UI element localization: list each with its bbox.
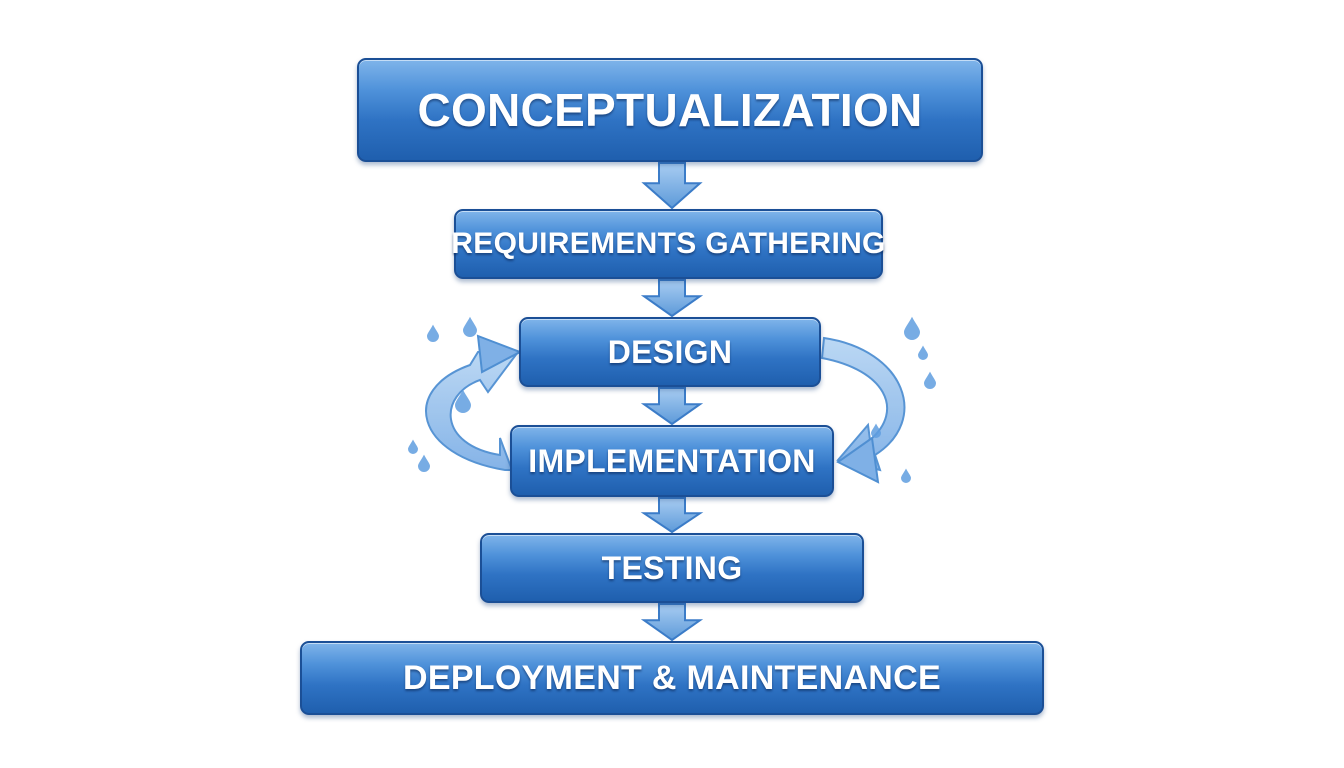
step-label-design: DESIGN [607,333,733,370]
droplet-icon [418,454,430,472]
step-requirements-gathering: REQUIREMENTS GATHERING [451,209,886,279]
step-label-requirements-gathering: REQUIREMENTS GATHERING [451,227,886,260]
left-loop-arrow [425,351,520,471]
droplet-icon [427,324,439,342]
flow-arrows [640,162,704,642]
step-design: DESIGN [519,317,821,387]
droplet-icon [463,316,477,337]
left-loop-arrow-head [476,334,523,374]
droplet-icon [918,345,928,360]
down-arrow-5 [640,603,704,642]
down-arrow-3 [640,387,704,426]
step-label-implementation: IMPLEMENTATION [528,442,816,479]
right-loop-arrow-head [836,436,880,484]
down-arrow-2 [640,279,704,318]
droplet-icon [455,389,471,413]
step-label-testing: TESTING [601,549,743,586]
down-arrow-4 [640,497,704,534]
step-conceptualization: CONCEPTUALIZATION [357,58,983,162]
droplet-icon [408,439,418,454]
step-label-deployment-maintenance: DEPLOYMENT & MAINTENANCE [403,658,941,697]
droplet-icon [924,371,936,389]
step-testing: TESTING [480,533,864,603]
droplets [408,316,936,483]
step-implementation: IMPLEMENTATION [510,425,834,497]
step-deployment-maintenance: DEPLOYMENT & MAINTENANCE [300,641,1044,715]
droplet-icon [904,316,920,340]
down-arrow-1 [641,162,703,210]
droplet-icon [871,423,881,438]
droplet-icon [901,468,911,483]
step-label-conceptualization: CONCEPTUALIZATION [417,84,923,136]
